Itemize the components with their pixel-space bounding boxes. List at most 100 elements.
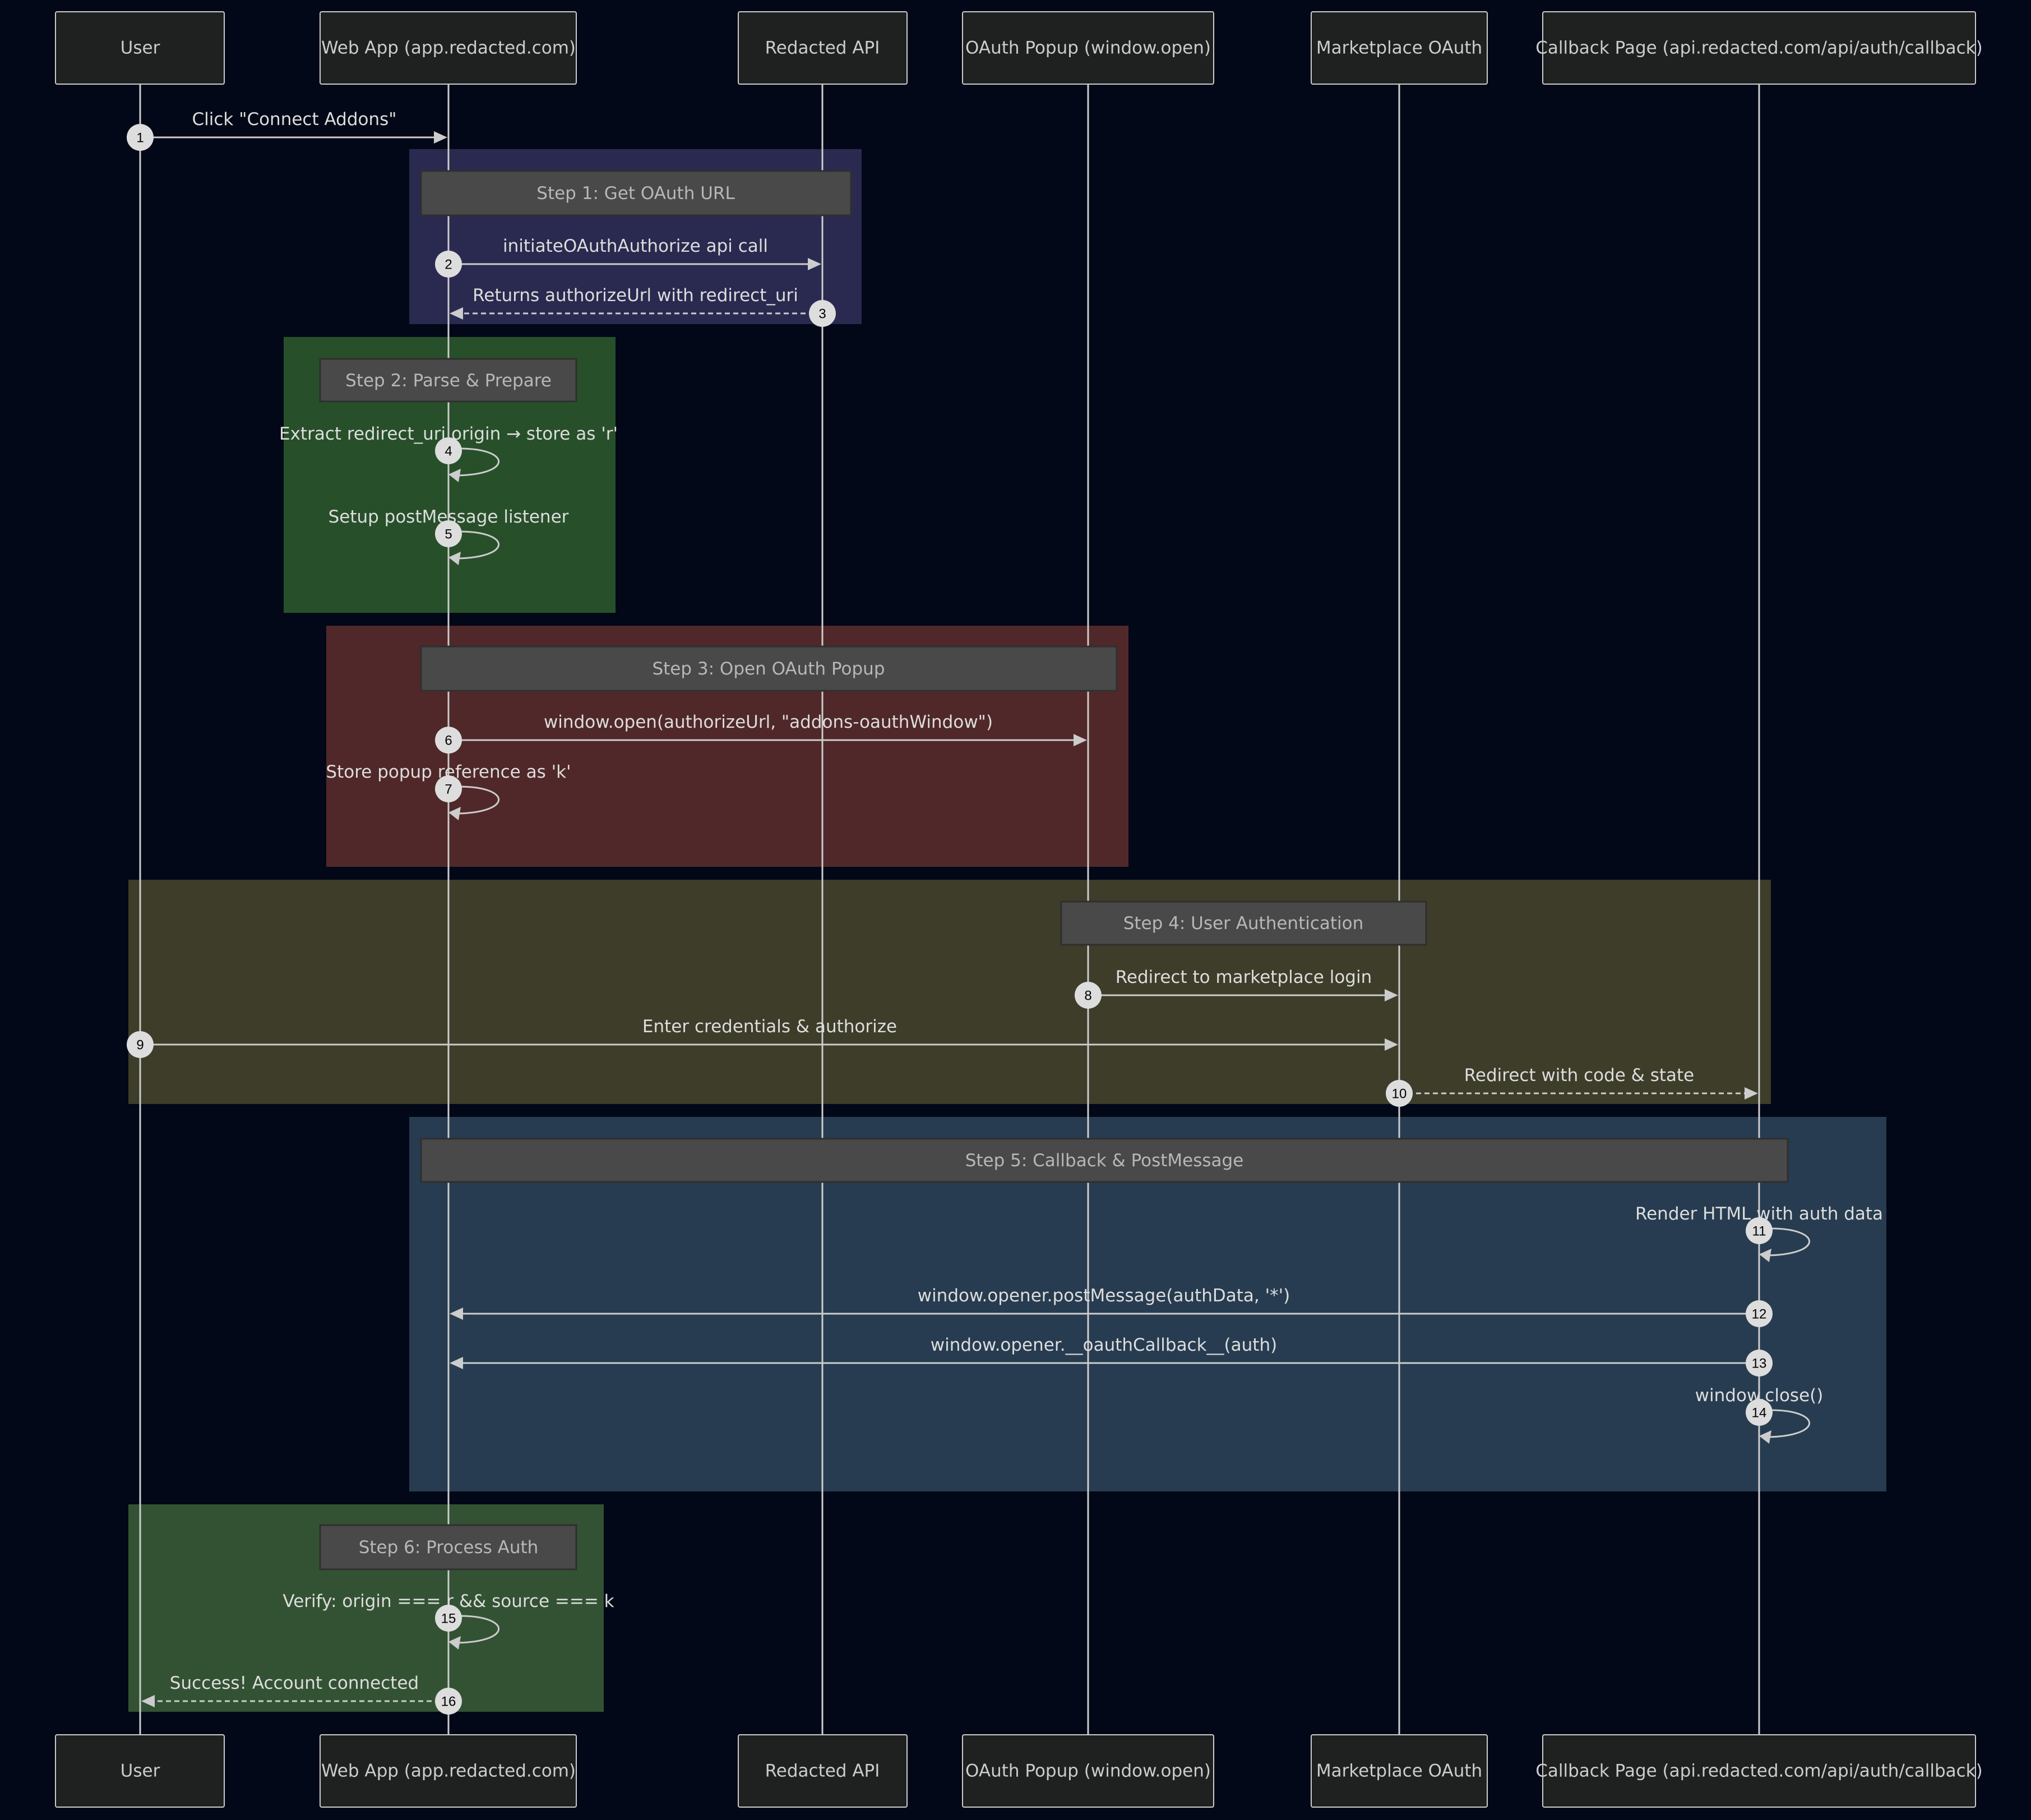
message-7[interactable]: Store popup reference as 'k'7 — [326, 762, 571, 820]
sequence-badge: 7 — [435, 775, 462, 802]
message-12[interactable]: window.opener.postMessage(authData, '*')… — [450, 1286, 1773, 1327]
note-step1-text: Step 1: Get OAuth URL — [536, 183, 735, 204]
participant-label: OAuth Popup (window.open) — [965, 1761, 1211, 1781]
message-10[interactable]: Redirect with code & state 10 — [1386, 1065, 1758, 1107]
svg-text:3: 3 — [818, 307, 826, 322]
note-step2: Step 2: Parse & Prepare — [319, 358, 577, 403]
svg-text:13: 13 — [1752, 1356, 1767, 1371]
message-16[interactable]: Success! Account connected 16 — [141, 1673, 462, 1715]
sequence-badge: 11 — [1746, 1217, 1773, 1244]
message-15[interactable]: Verify: origin === r && source === k15 — [283, 1591, 614, 1650]
participant-label: Callback Page (api.redacted.com/api/auth… — [1535, 38, 1982, 58]
message-line — [1762, 1227, 1810, 1257]
message-label: Redirect to marketplace login — [1116, 967, 1372, 987]
message-13[interactable]: window.opener.__oauthCallback__(auth) 13 — [450, 1335, 1773, 1376]
participant-box — [962, 1734, 1214, 1808]
arrowhead-icon — [448, 469, 461, 482]
svg-text:5: 5 — [445, 527, 452, 542]
participant-callback-top[interactable]: Callback Page (api.redacted.com/api/auth… — [1535, 11, 1983, 85]
sequence-badge: 5 — [435, 520, 462, 547]
note-step5-text: Step 5: Callback & PostMessage — [965, 1151, 1244, 1171]
participant-box — [320, 1734, 577, 1808]
participant-webapp-bottom[interactable]: Web App (app.redacted.com) — [320, 1734, 577, 1808]
participant-user-bottom[interactable]: User — [55, 1734, 225, 1808]
arrowhead-icon — [1385, 989, 1398, 1001]
sequence-badge: 6 — [435, 727, 462, 754]
sequence-badge: 16 — [435, 1688, 462, 1715]
message-4[interactable]: Extract redirect_uri origin → store as '… — [279, 424, 618, 482]
svg-text:9: 9 — [136, 1038, 144, 1053]
participant-box — [1542, 11, 1976, 85]
note-step5: Step 5: Callback & PostMessage — [420, 1138, 1789, 1183]
participant-label: Marketplace OAuth — [1316, 1761, 1482, 1781]
participant-marketplace-top[interactable]: Marketplace OAuth — [1311, 11, 1488, 85]
message-line — [451, 1615, 499, 1644]
sequence-badge: 12 — [1746, 1300, 1773, 1327]
note-step3-text: Step 3: Open OAuth Popup — [652, 659, 885, 679]
svg-text:2: 2 — [445, 257, 452, 272]
message-2[interactable]: initiateOAuthAuthorize api call 2 — [435, 236, 821, 278]
arrowhead-icon — [450, 1308, 463, 1320]
arrowhead-icon — [808, 258, 821, 270]
note-step2-text: Step 2: Parse & Prepare — [345, 371, 552, 391]
message-8[interactable]: Redirect to marketplace login 8 — [1075, 967, 1398, 1009]
participant-marketplace-bottom[interactable]: Marketplace OAuth — [1311, 1734, 1488, 1808]
sequence-badge: 14 — [1746, 1399, 1773, 1426]
message-label: window.opener.__oauthCallback__(auth) — [931, 1335, 1277, 1355]
participant-box — [320, 11, 577, 85]
message-6[interactable]: window.open(authorizeUrl, "addons-oauthW… — [435, 712, 1087, 754]
note-step6-text: Step 6: Process Auth — [359, 1537, 539, 1558]
message-line — [451, 530, 499, 560]
message-label: initiateOAuthAuthorize api call — [503, 236, 768, 256]
svg-text:8: 8 — [1084, 988, 1091, 1004]
participant-box — [738, 1734, 908, 1808]
participant-user-top[interactable]: User — [55, 11, 225, 85]
participant-label: User — [121, 1761, 160, 1781]
message-label: Enter credentials & authorize — [642, 1017, 897, 1037]
participant-popup-bottom[interactable]: OAuth Popup (window.open) — [962, 1734, 1214, 1808]
message-label: Success! Account connected — [170, 1673, 419, 1693]
participant-api-bottom[interactable]: Redacted API — [738, 1734, 908, 1808]
participant-label: User — [121, 38, 160, 58]
message-label: Redirect with code & state — [1464, 1065, 1695, 1085]
participant-label: Callback Page (api.redacted.com/api/auth… — [1535, 1761, 1982, 1781]
svg-text:6: 6 — [445, 733, 452, 749]
svg-text:14: 14 — [1752, 1406, 1767, 1421]
message-label: window.open(authorizeUrl, "addons-oauthW… — [544, 712, 993, 732]
arrowhead-icon — [450, 307, 463, 320]
message-14[interactable]: window.close()14 — [1695, 1385, 1824, 1444]
svg-text:1: 1 — [136, 131, 144, 146]
note-step3: Step 3: Open OAuth Popup — [420, 645, 1118, 692]
arrowhead-icon — [1759, 1249, 1771, 1262]
sequence-badge: 9 — [127, 1031, 154, 1058]
participant-callback-bottom[interactable]: Callback Page (api.redacted.com/api/auth… — [1535, 1734, 1983, 1808]
notes-layer: Step 1: Get OAuth URL Step 2: Parse & Pr… — [319, 170, 1789, 1570]
arrowhead-icon — [434, 131, 447, 144]
participant-webapp-top[interactable]: Web App (app.redacted.com) — [320, 11, 577, 85]
participant-api-top[interactable]: Redacted API — [738, 11, 908, 85]
message-1[interactable]: Click "Connect Addons"1 — [127, 109, 447, 151]
participant-box — [55, 1734, 225, 1808]
svg-text:11: 11 — [1752, 1224, 1766, 1239]
message-9[interactable]: Enter credentials & authorize 9 — [127, 1017, 1398, 1058]
participant-box — [738, 11, 908, 85]
arrowhead-icon — [448, 1636, 461, 1650]
participant-box — [1542, 1734, 1976, 1808]
sequence-badge: 15 — [435, 1605, 462, 1632]
participant-popup-top[interactable]: OAuth Popup (window.open) — [962, 11, 1214, 85]
participant-box — [1311, 1734, 1488, 1808]
sequence-badge: 4 — [435, 437, 462, 464]
message-line — [451, 447, 499, 477]
participant-label: Redacted API — [765, 38, 880, 58]
sequence-badge: 10 — [1386, 1080, 1413, 1107]
arrowhead-icon — [1745, 1087, 1758, 1100]
message-line — [451, 786, 499, 815]
participant-label: Web App (app.redacted.com) — [321, 1761, 576, 1781]
arrowhead-icon — [141, 1695, 155, 1707]
participant-label: Redacted API — [765, 1761, 880, 1781]
